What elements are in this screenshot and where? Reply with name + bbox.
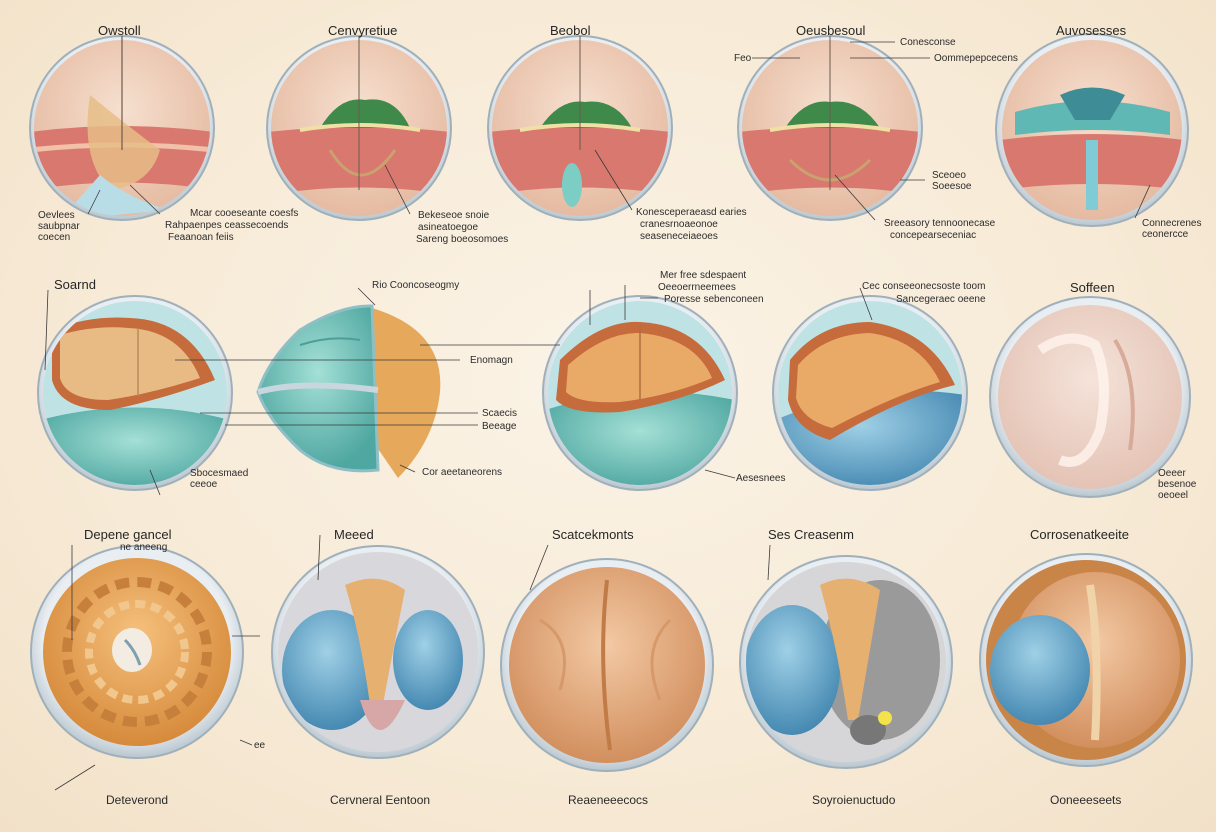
row3-caption-2: Cervneral Eentoon [330,793,431,807]
row1-specimen-5 [995,33,1189,227]
row1-label-p5b: Conesconse [900,37,956,48]
row1-label-p4b: cranesrnoaeonoe [640,219,718,230]
row2-specimen-3 [542,295,738,491]
row3-label-a: ne aneeng [120,542,168,553]
row1-label-p4c: seaseneceiaeoes [640,231,718,242]
row3-title-5: Corrosenatkeeite [1030,527,1129,542]
row1-label-p2a: Mcar cooeseante coesfs [190,208,299,219]
row2-label-f: Mer free sdespaent [660,270,747,281]
row1-title-2: Cenvyretiue [328,23,398,38]
row2-title-3: Soffeen [1070,280,1115,295]
row1-label-p5e: Sreeasory tennoonecase [884,218,996,229]
row1-title-3: Beobol [550,23,591,38]
row1-label-p5f: concepearseceniac [890,230,977,241]
row2-specimen-2-side-view [256,304,441,478]
row1-label-p4a: Konesceperaeasd earies [636,207,747,218]
row1-specimen-2 [266,35,452,221]
row1-label-p5d: Sceoeo Soeesoe [932,170,972,192]
row2-label-c: Beeage [482,421,517,432]
row3-specimen-5 [979,553,1193,767]
row2-label-g: Oeeoerrneemees [658,282,736,293]
row3-caption-5: Ooneeeseets [1050,793,1122,807]
row1-label-p5a: Feo [734,53,752,64]
row2-specimen-4 [772,295,968,491]
row2-label-l: Oeeer besenoe oeoeel [1158,468,1197,501]
row1-label-p3a: Bekeseoe snoie [418,210,490,221]
row2-label-a: Enomagn [470,355,513,366]
row3-specimen-2 [271,545,485,759]
row3-title-2: Meeed [334,527,374,542]
row2-specimen-1 [37,295,233,491]
row2-label-k: Aesesnees [736,473,786,484]
row2-title-1: Soarnd [54,277,96,292]
row3-title-3: Scatcekmonts [552,527,634,542]
row3-caption-4: Soyroienuctudo [812,793,896,807]
row3-caption-1: Deteverond [106,793,169,807]
row3-specimen-3 [500,558,714,772]
row2-label-d: Sbocesmaed ceeoe [190,468,249,490]
row1-label-p5c: Oommepepcecens [934,53,1018,64]
row1-label-p3b: asineatoegoe [418,222,479,233]
row3-title-1: Depene gancel [84,527,172,542]
row1-specimen-4 [737,35,923,221]
row3-label-b: ee [254,740,266,751]
row1-title-4: Oeusbesoul [796,23,866,38]
row2-label-j: Sancegeraec oeene [896,294,986,305]
row1-label-p2b: Rahpaenpes ceassecoends [165,220,289,231]
row1-specimen-1 [29,35,215,221]
row1-label-p5g: Connecrenes ceonercce [1142,218,1202,240]
row3-caption-3: Reaeneeecocs [568,793,649,807]
row2-label-b: Scaecis [482,408,518,419]
row3-title-4: Ses Creasenm [768,527,854,542]
row1-label-p3c: Sareng boeosomoes [416,234,509,245]
row1-title-1: Owstoll [98,23,141,38]
row2-title-2: Rio Cooncoseogmy [372,280,460,291]
row1-label-p1: Oevlees saubpnar coecen [38,210,80,243]
row3-specimen-1 [30,545,244,759]
row2-label-i: Cec conseeonecsoste toom [862,281,986,292]
row1-title-5: Auvosesses [1056,23,1127,38]
row2-label-h: Poresse sebenconeen [664,294,764,305]
leader-lines [44,41,1151,791]
row3-specimen-4 [739,555,953,769]
row1-specimen-3 [487,35,673,221]
row1-label-p2c: Feaanoan feiis [168,232,234,243]
row2-label-e: Cor aeetaneorens [422,467,503,478]
row2-specimen-5 [989,296,1191,498]
